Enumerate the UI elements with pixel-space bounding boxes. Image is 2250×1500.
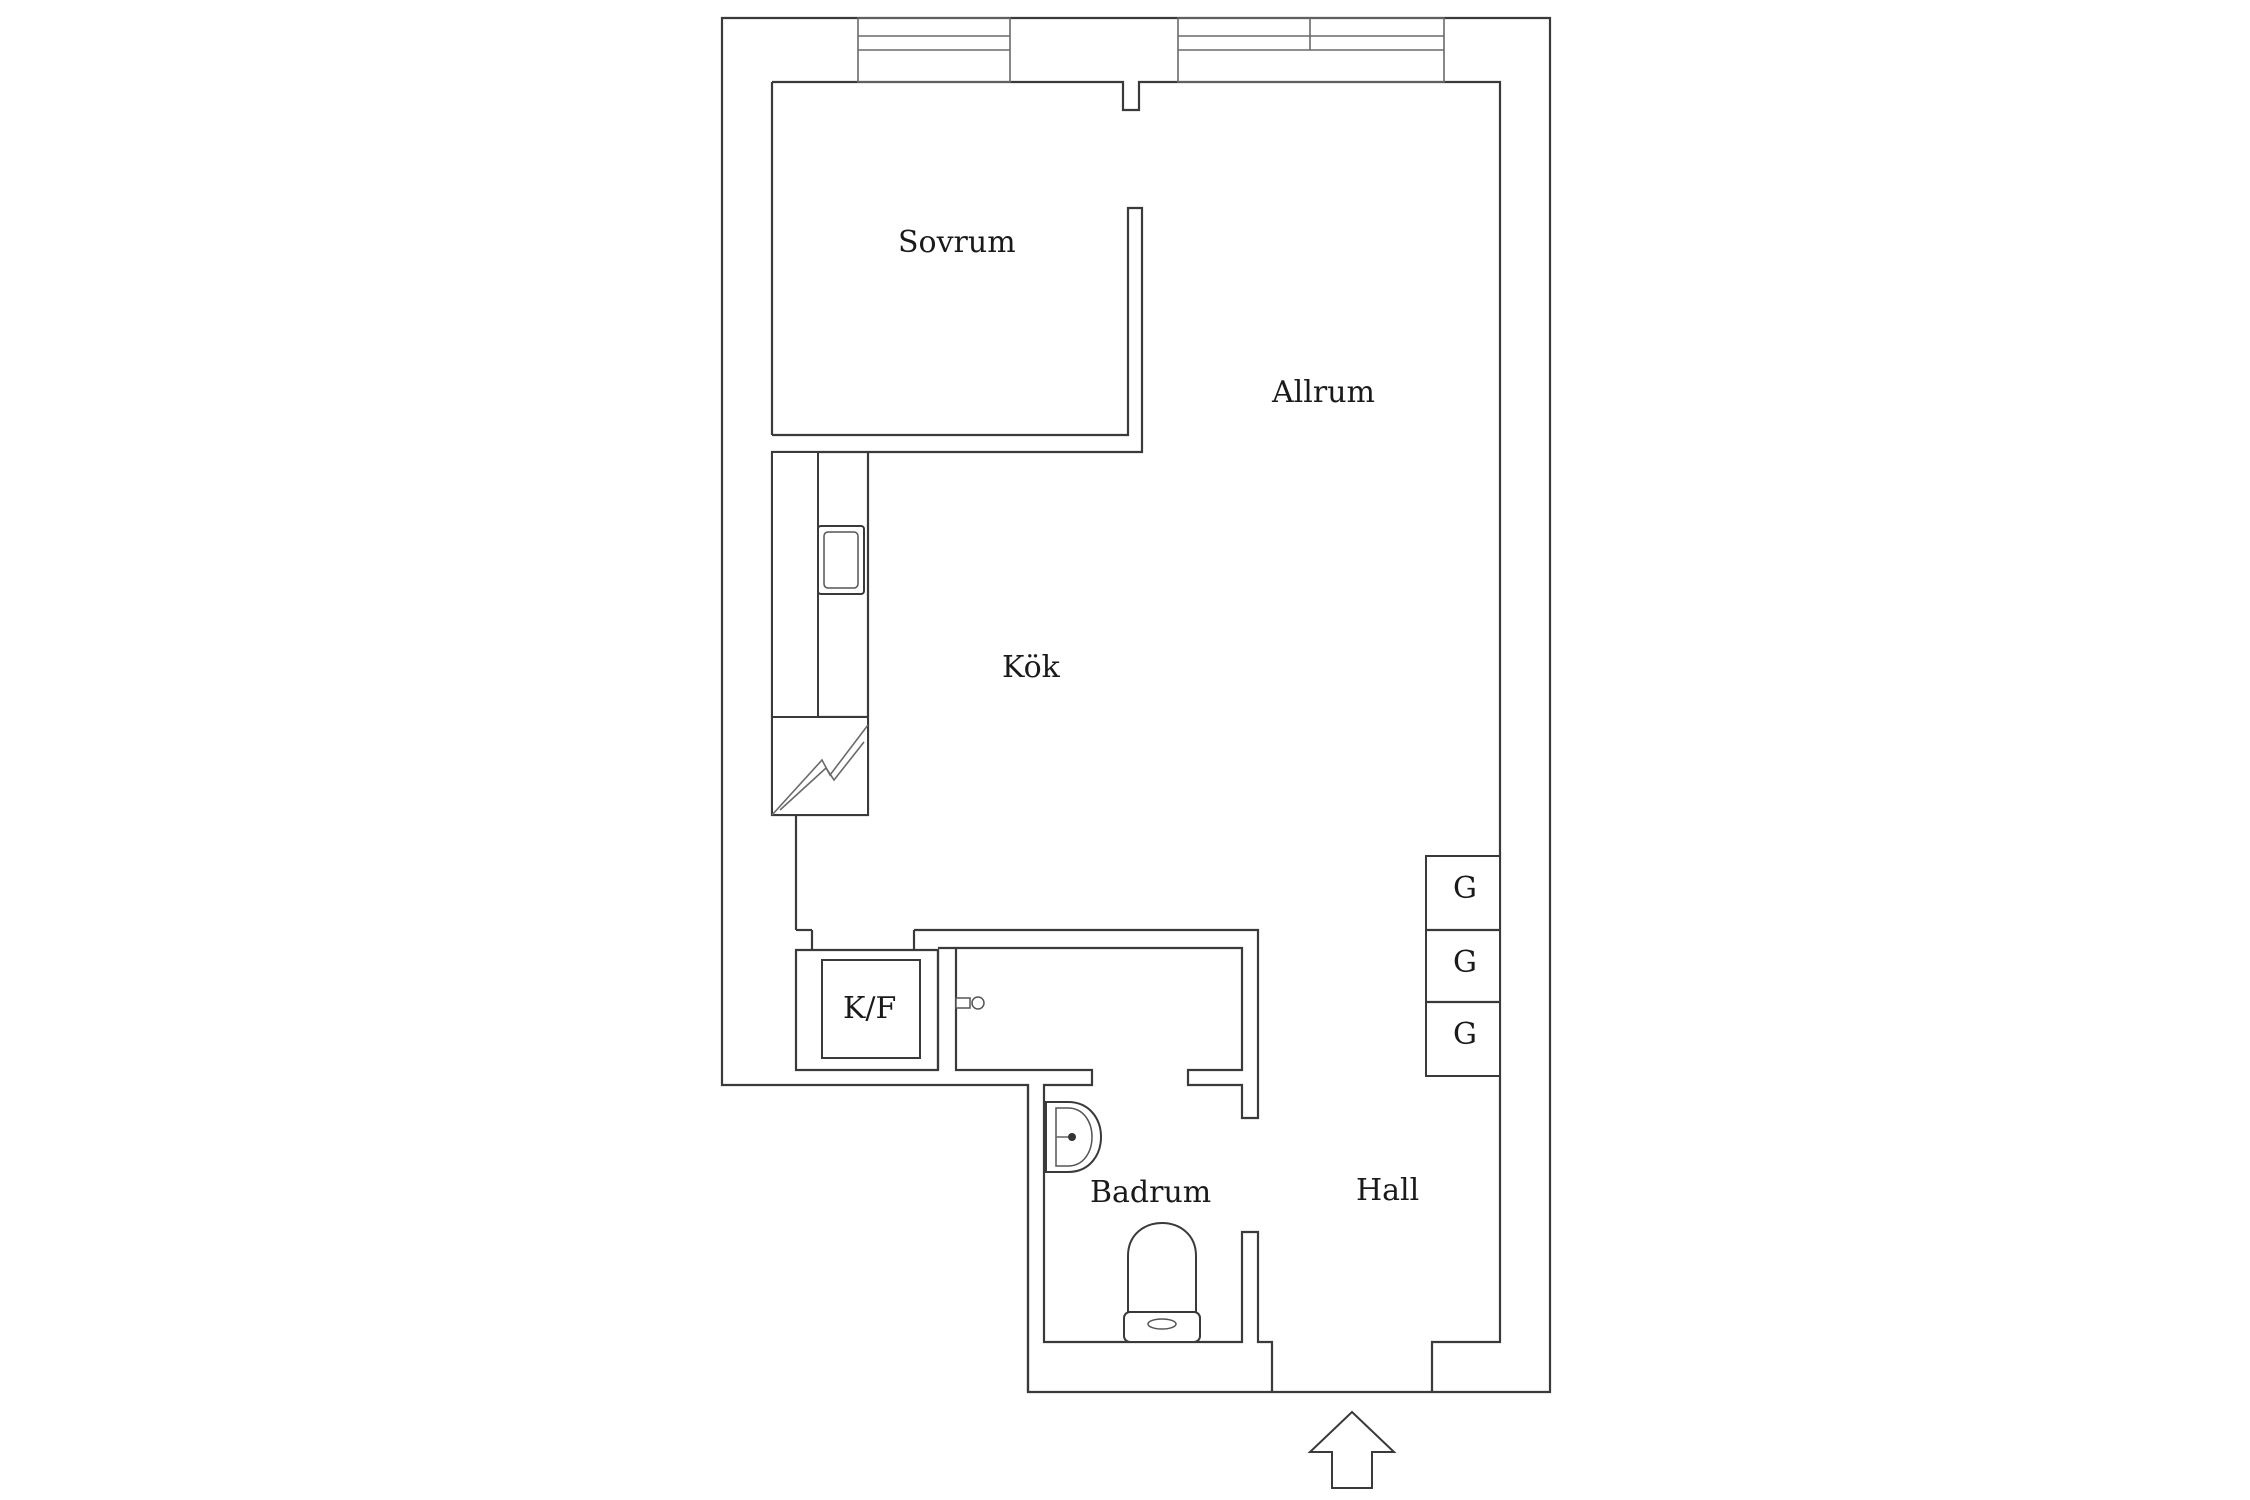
kitchen-sink-icon [817,525,865,595]
room-label-badrum: Badrum [1090,1175,1211,1210]
room-label-sovrum: Sovrum [898,225,1016,260]
bathroom-walls [912,928,1274,1392]
washbasin-icon [1045,1101,1102,1173]
windows [857,17,1445,83]
closets [1425,855,1501,1077]
closet-label-g-1: G [1453,871,1477,906]
bedroom-walls [772,206,1144,454]
kitchen-counter [770,450,870,950]
closet-label-g-2: G [1453,945,1477,980]
closet-label-g-3: G [1453,1017,1477,1052]
room-label-kok: Kök [1002,650,1061,685]
room-label-hall: Hall [1356,1173,1419,1208]
room-label-kf: K/F [843,991,896,1026]
toilet-icon [1123,1222,1201,1343]
stove-icon [771,716,869,816]
entrance-arrow-icon [1307,1410,1397,1489]
bath-tap-icon [955,996,985,1010]
room-label-allrum: Allrum [1271,375,1375,410]
